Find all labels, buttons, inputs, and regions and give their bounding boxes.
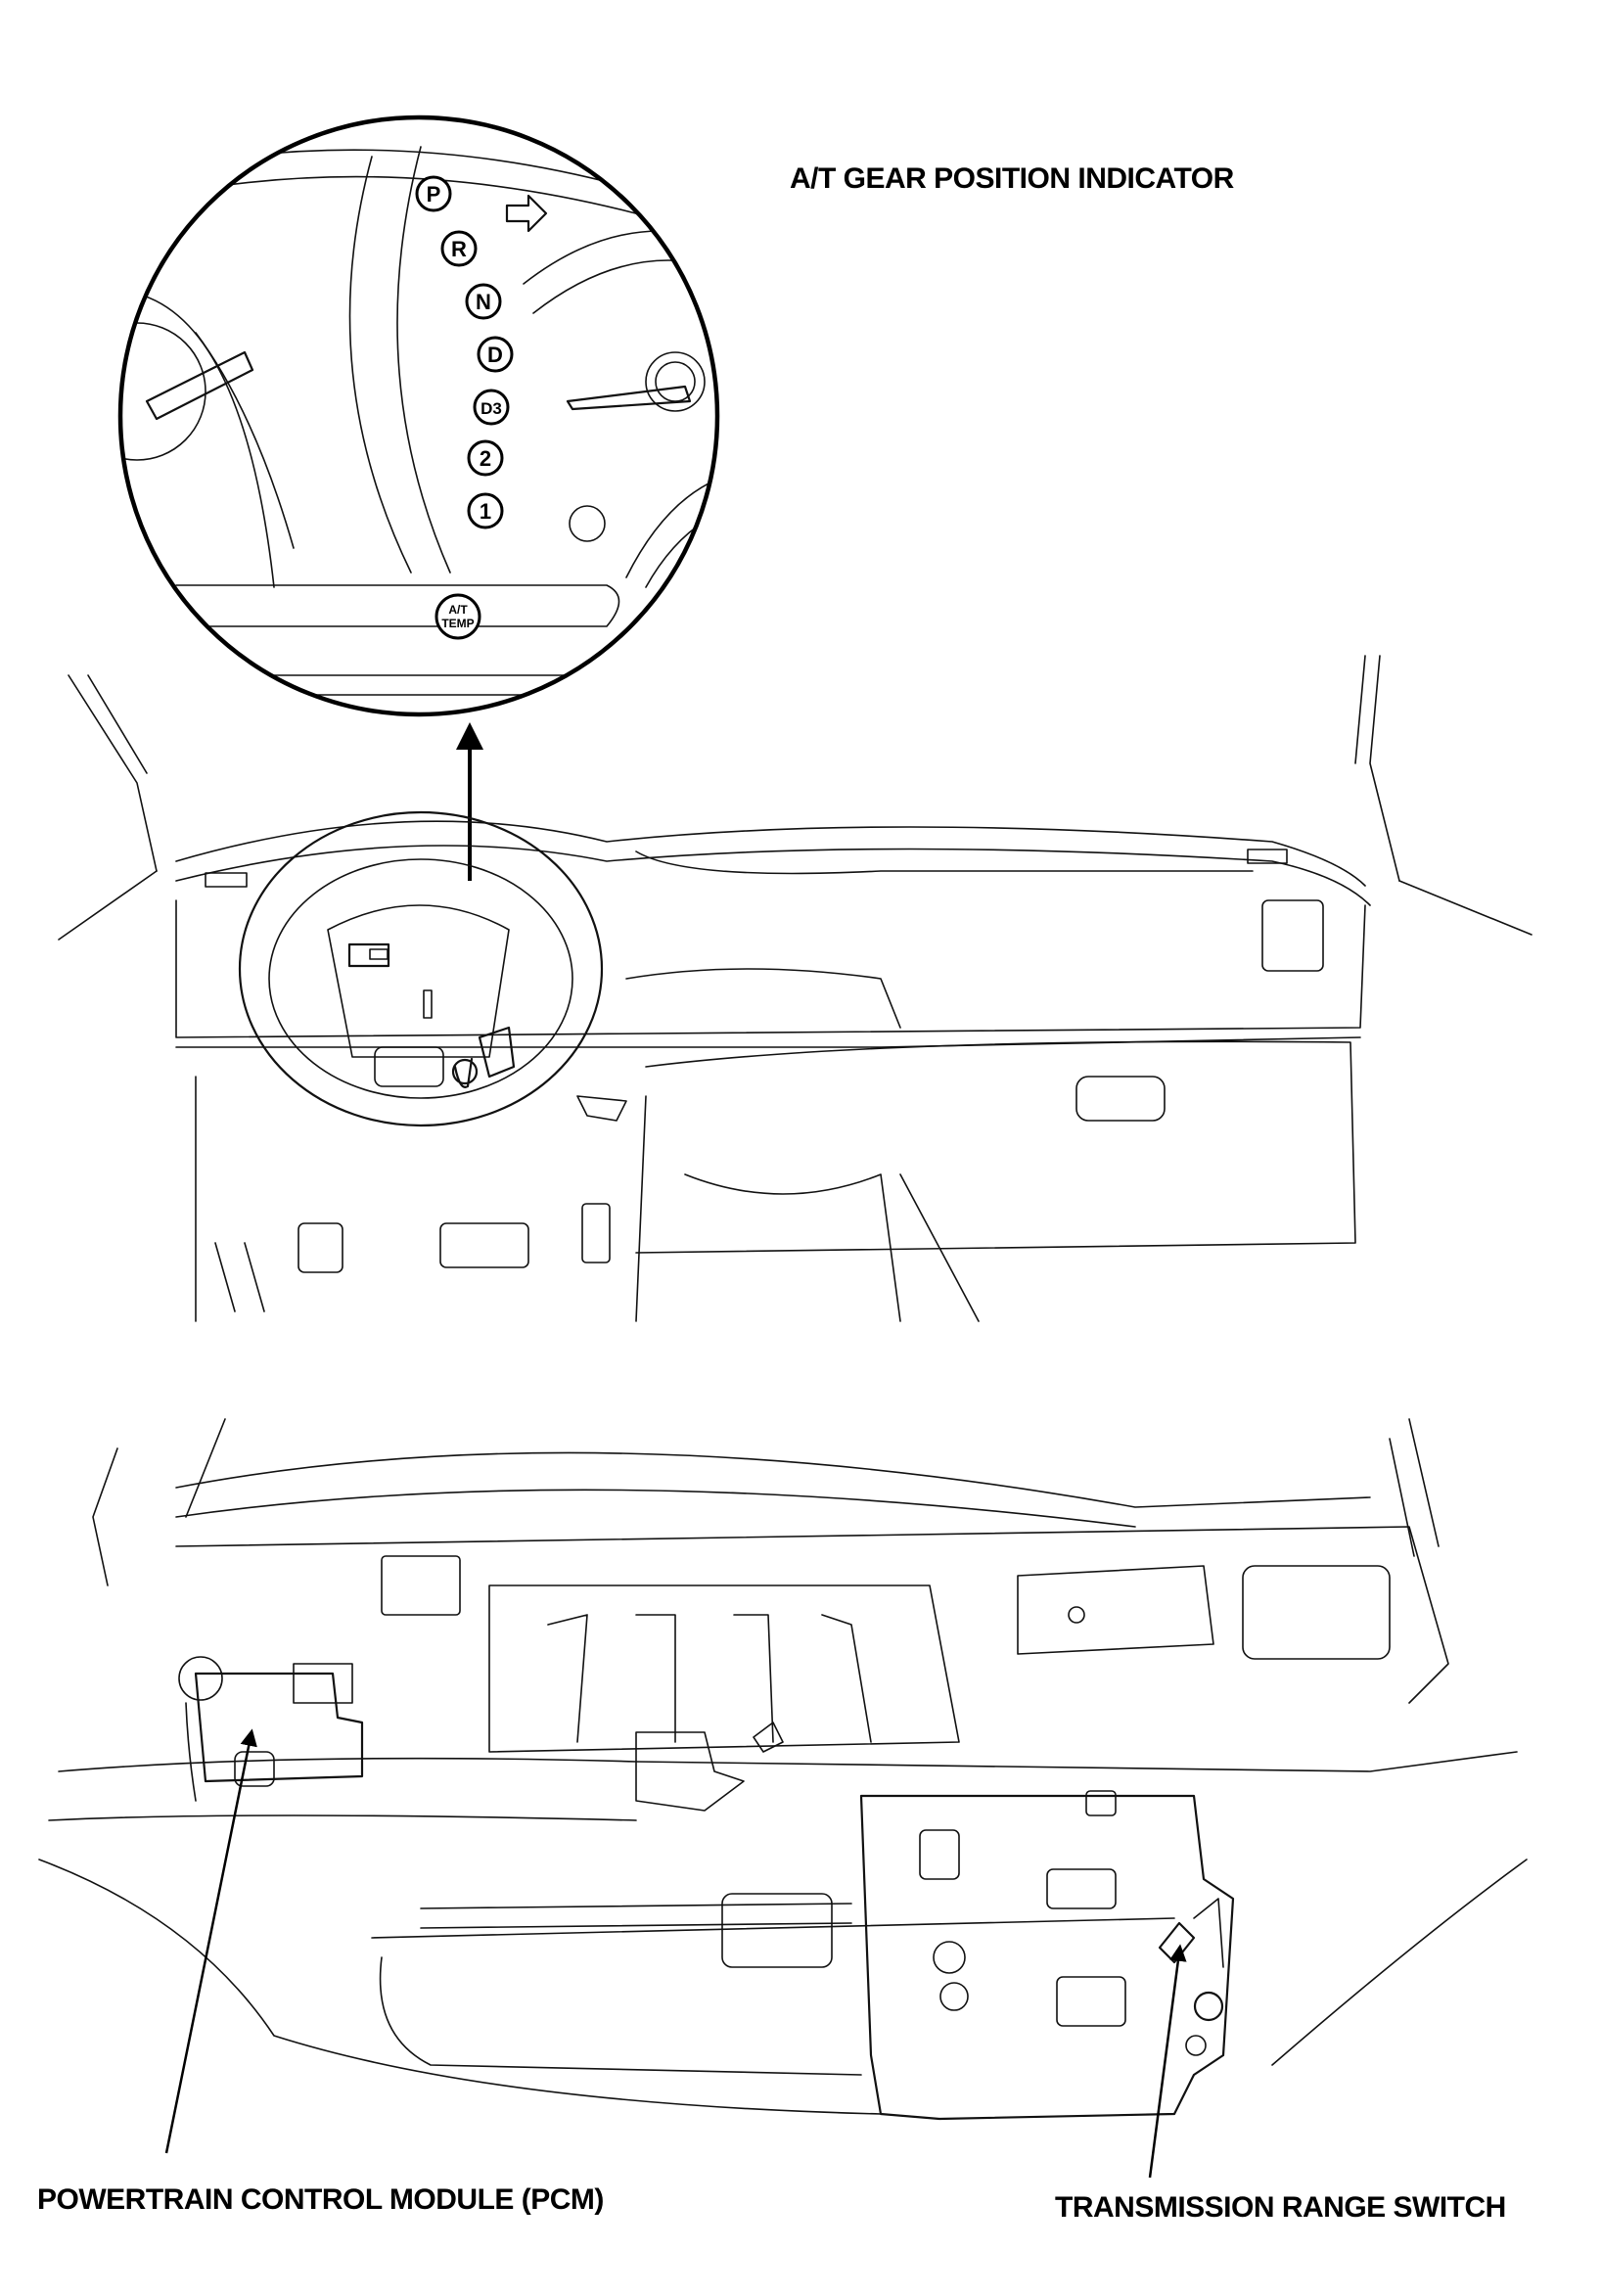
svg-text:A/T: A/T (448, 603, 468, 617)
gear-lamp-n: N (465, 283, 502, 320)
callout-range-switch: TRANSMISSION RANGE SWITCH (1055, 2191, 1506, 2224)
callout-pcm: POWERTRAIN CONTROL MODULE (PCM) (37, 2183, 604, 2216)
engine-bay-view (38, 1418, 1528, 2121)
range-switch-leader-line (1148, 1944, 1187, 2179)
svg-text:TEMP: TEMP (441, 617, 474, 630)
gear-lamp-d: D (477, 336, 514, 373)
callout-gear-indicator: A/T GEAR POSITION INDICATOR (790, 162, 1234, 195)
dashboard-view (58, 655, 1532, 1322)
gear-lamp-d3: D3 (473, 389, 510, 426)
svg-text:D3: D3 (480, 399, 502, 418)
svg-text:2: 2 (480, 446, 491, 471)
svg-text:P: P (427, 182, 441, 207)
svg-text:R: R (451, 237, 467, 261)
svg-text:N: N (476, 290, 491, 314)
svg-text:1: 1 (480, 499, 491, 524)
gear-lamp-r: R (440, 230, 478, 267)
gear-lamp-1: 1 (467, 492, 504, 529)
pcm-leader-line (164, 1728, 257, 2154)
gear-lamp-2: 2 (467, 439, 504, 477)
at-temp-lamp: A/T TEMP (435, 593, 481, 640)
gear-lamp-p: P (415, 175, 452, 212)
instrument-cluster-magnified: P R N D D3 2 1 A/T TEMP (117, 115, 720, 717)
svg-text:D: D (487, 343, 503, 367)
